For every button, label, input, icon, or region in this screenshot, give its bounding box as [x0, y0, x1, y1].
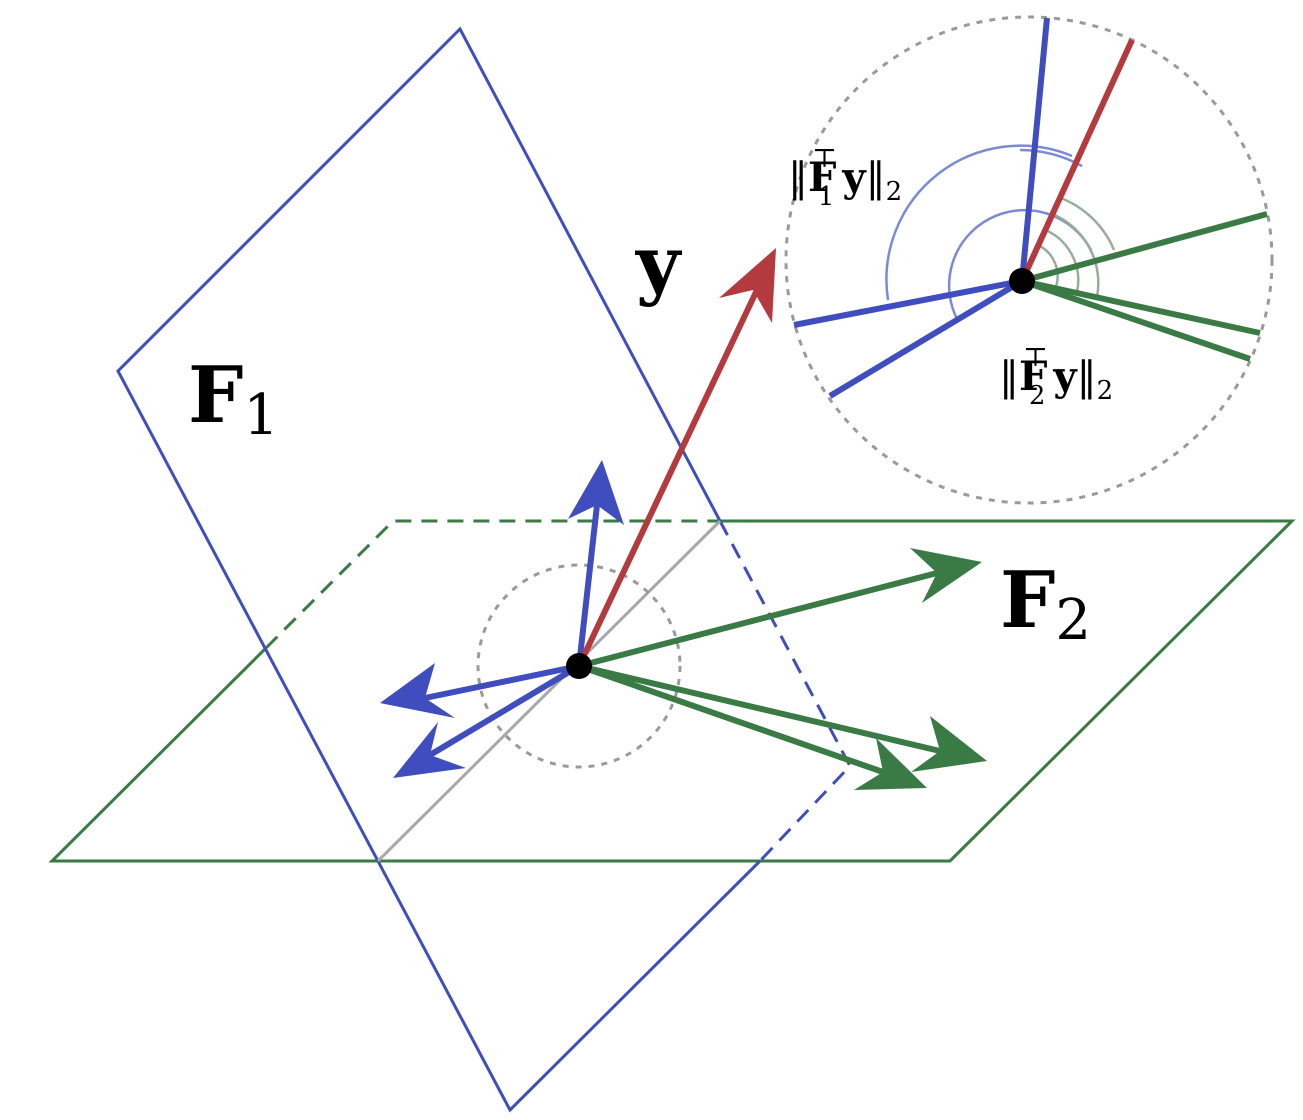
- plane-f1-solid-edges: [116, 26, 762, 1113]
- f2-vector-lower-shaft: [578, 663, 941, 754]
- origin-point: [566, 653, 592, 679]
- f2-ray-right: [1021, 211, 1268, 284]
- f1-ray-left: [793, 278, 1023, 328]
- f2-angle-arc-2: [1042, 227, 1080, 293]
- f1-vector-left-shaft: [424, 663, 580, 701]
- f1-vectors: [380, 460, 624, 778]
- f1-ray-up: [1019, 17, 1050, 282]
- f2-vector-lower-arrowhead: [911, 716, 987, 772]
- plane-f2-label: F2: [1000, 555, 1091, 653]
- zoom-origin-point: [1009, 268, 1035, 294]
- vector-y-arrowhead: [719, 248, 776, 323]
- vector-y-label: y: [635, 219, 682, 308]
- f1-vector-down-left-shaft: [428, 663, 581, 758]
- f1-ray-down-left: [828, 278, 1024, 399]
- f2-angle-arc-4: [1057, 195, 1116, 251]
- vector-y-shaft: [576, 288, 760, 668]
- y-ray: [1019, 38, 1135, 283]
- intersection-line: [376, 519, 722, 863]
- f2-ray-lower: [1021, 278, 1261, 336]
- f2-vectors: [578, 548, 987, 790]
- f2-ray-lowest: [1021, 278, 1251, 362]
- f2-vector-lowest-arrowhead: [854, 738, 927, 790]
- f2-vector-right-arrowhead: [910, 548, 982, 603]
- plane-f2: [48, 519, 1296, 863]
- origin-zoom-marker: [476, 563, 682, 769]
- vector-y: [576, 248, 776, 668]
- f2-angle-arc-3: [1049, 211, 1100, 298]
- f1-vector-down-left-arrowhead: [393, 722, 466, 778]
- f1-vector-left-arrowhead: [380, 663, 455, 718]
- plane-f2-hidden-edges: [264, 519, 720, 650]
- plane-f2-solid-edges: [48, 519, 1296, 863]
- f2-vector-lowest-shaft: [578, 663, 884, 775]
- f2-vector-right-shaft: [578, 570, 938, 669]
- plane-f1-hidden-edges: [718, 520, 852, 863]
- plane-f1: [116, 26, 852, 1113]
- f1-vector-up-arrowhead: [568, 460, 624, 525]
- f2-angle-arc-1: [1039, 244, 1059, 288]
- plane-f1-label: F1: [188, 350, 279, 448]
- f1-vector-up-shaft: [576, 504, 600, 667]
